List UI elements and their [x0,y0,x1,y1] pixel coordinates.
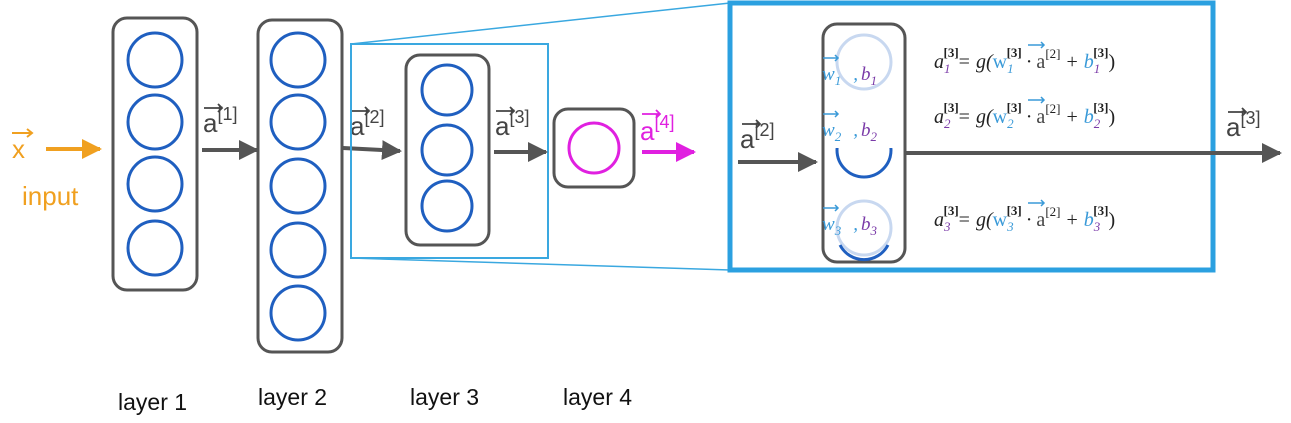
vector-arrow-icon [1028,41,1046,49]
layer-3-label: layer 3 [410,384,479,410]
layer-1 [111,16,199,292]
layer-2-unit [269,157,327,215]
layer-3 [404,53,491,247]
zoom-line-bottom [350,257,731,271]
layer-4 [552,107,636,189]
layer-2-label: layer 2 [258,384,327,410]
zoom-line-top [350,2,731,45]
layer-2-box [256,18,344,354]
layer-2-unit [269,221,327,279]
vector-arrow-icon [742,119,762,129]
layer-1-unit [126,31,184,89]
detail-output-label: a[3] [1226,108,1260,142]
layer-3-detail-box [727,0,1216,273]
detail-input-label: a[2] [740,120,774,154]
layer-4-unit [567,121,621,175]
layer-2-unit [269,284,327,342]
a4-label: a[4] [640,112,674,146]
input-vector-symbol: x [12,134,25,164]
vector-arrow-icon [823,204,840,212]
vector-arrow-icon [12,128,34,138]
vector-arrow-icon [823,110,840,118]
a2-label: a[2] [350,107,384,141]
param-w1-b1: w1,b1 [822,64,877,88]
detail-unit-3-arc [838,244,890,262]
vector-arrow-icon [823,54,840,62]
vector-arrow-icon [496,106,516,116]
equation-1: a1[3]=g(w1[3]·a[2]+b1[3]) [934,45,1115,76]
detail-unit-3 [835,199,893,257]
layer-4-label: layer 4 [563,384,632,410]
detail-layer-box [821,22,907,264]
layer-3-highlight-box [350,43,549,259]
vector-arrow-icon [642,109,662,119]
layer-4-box [552,107,636,189]
param-w3-b3: w3,b3 [822,214,877,238]
layer-1-unit [126,155,184,213]
input-group: x input [12,128,102,211]
layer-2 [256,18,344,354]
layer-1-label: layer 1 [118,389,187,415]
layer-1-box [111,16,199,292]
layer-1-unit [126,219,184,277]
layer-3-box [404,53,491,247]
equations: a1[3]=g(w1[3]·a[2]+b1[3]) a2[3]=g(w2[3]·… [934,41,1115,234]
detail-unit-2-mask [828,118,900,148]
a2-arrow [342,140,402,161]
vector-arrow-icon [204,103,224,113]
detail-layer: w1,b1 w2,b2 w3,b3 [821,22,907,264]
vector-arrow-icon [1028,199,1046,207]
a3-label: a[3] [495,107,529,141]
layer-3-unit [420,63,474,117]
equation-3: a3[3]=g(w3[3]·a[2]+b3[3]) [934,203,1115,234]
vector-arrow-icon [1228,107,1248,117]
detail-unit-1 [835,33,893,91]
vector-arrow-icon [351,106,371,116]
equation-2: a2[3]=g(w2[3]·a[2]+b2[3]) [934,100,1115,131]
layer-2-unit [269,93,327,151]
vector-arrow-icon [1028,96,1046,104]
layer-3-unit [420,123,474,177]
input-label: input [22,181,79,211]
a1-label: a[1] [203,104,237,138]
param-w2-b2: w2,b2 [822,120,877,144]
layer-2-unit [269,31,327,89]
layer-3-unit [420,179,474,233]
layer-1-unit [126,93,184,151]
